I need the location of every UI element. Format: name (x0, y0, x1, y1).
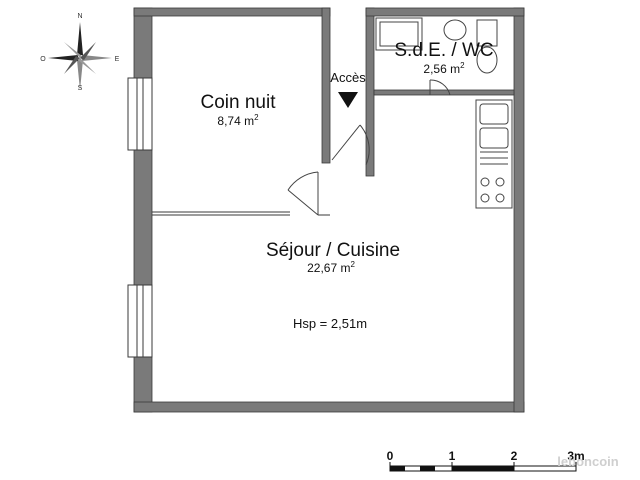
kitchen-fixtures (475, 99, 513, 209)
shower-inner (379, 21, 419, 47)
north-wall-bedroom (133, 7, 331, 17)
west-wall-top (133, 7, 153, 79)
bathroom-area-exp: 2 (460, 61, 465, 70)
south-wall (133, 401, 525, 413)
washbasin (443, 19, 467, 41)
compass-n-label: N (77, 13, 82, 20)
watermark-logo: leboncoin (557, 454, 618, 469)
bedroom-area-value: 8,74 m (217, 114, 254, 128)
toilet-bowl (476, 46, 498, 74)
windows (127, 77, 153, 358)
entry-door-leaf (331, 124, 361, 161)
bedroom-area: 8,74 m2 (217, 113, 259, 128)
sink-basin-2 (479, 127, 509, 149)
compass-s-label: S (78, 85, 83, 92)
entry-door-arc (359, 124, 370, 166)
scale-label-2: 2 (511, 449, 518, 463)
hob-burner-2 (495, 177, 505, 187)
scale-label-0: 0 (387, 449, 394, 463)
hob-burner-4 (495, 193, 505, 203)
living-name: Séjour / Cuisine (266, 240, 400, 261)
compass-east-needle (82, 55, 112, 61)
bedroom-door-frame (287, 189, 319, 216)
bathroom-name: S.d.E. / WC (394, 40, 493, 61)
hob-burner-3 (480, 193, 490, 203)
scale-seg-2 (420, 466, 435, 471)
compass-north-needle (77, 22, 83, 55)
scale-label-3: 3m (567, 449, 584, 463)
window-living (127, 284, 153, 358)
window-bedroom (127, 77, 153, 151)
bathroom-area: 2,56 m2 (423, 61, 465, 76)
access-label: Accès (330, 70, 366, 85)
bathroom-area-value: 2,56 m (423, 62, 460, 76)
living-area: 22,67 m2 (307, 260, 355, 275)
living-area-value: 22,67 m (307, 261, 350, 275)
bathroom-fixtures (375, 17, 498, 74)
bedroom-name: Coin nuit (201, 92, 277, 113)
living-area-exp: 2 (350, 260, 355, 269)
compass-diag-ne (80, 42, 96, 60)
east-wall (513, 7, 525, 413)
compass-diag-nw (64, 42, 82, 58)
scale-seg-3 (452, 466, 514, 471)
hob-burner-1 (480, 177, 490, 187)
compass-rose: N S E O (40, 13, 119, 92)
bathroom-door-arc (429, 79, 451, 96)
compass-e-label: E (115, 56, 120, 63)
corridor-west-wall (365, 7, 375, 177)
bedroom-area-exp: 2 (254, 113, 259, 122)
bedroom-door-arc (287, 171, 319, 191)
bedroom-east-partition (321, 7, 331, 164)
compass-o-label: O (40, 56, 46, 63)
walls (133, 7, 525, 413)
thin-partitions (152, 211, 330, 216)
scale-bar: 0 1 2 3m (387, 449, 585, 472)
sink-basin-1 (479, 103, 509, 125)
compass-diag-se (78, 58, 96, 74)
compass-south-needle (77, 60, 83, 90)
doors (287, 79, 451, 216)
compass-diag-sw (64, 56, 80, 74)
north-wall-bathroom (365, 7, 525, 17)
ceiling-height-label: Hsp = 2,51m (293, 316, 367, 331)
scale-label-1: 1 (449, 449, 456, 463)
access-arrow-icon (338, 92, 358, 108)
bathroom-south-partition (373, 89, 515, 96)
west-wall-middle (133, 149, 153, 286)
toilet-tank (476, 19, 498, 47)
compass-west-needle (48, 55, 78, 61)
scale-seg-1 (390, 466, 405, 471)
